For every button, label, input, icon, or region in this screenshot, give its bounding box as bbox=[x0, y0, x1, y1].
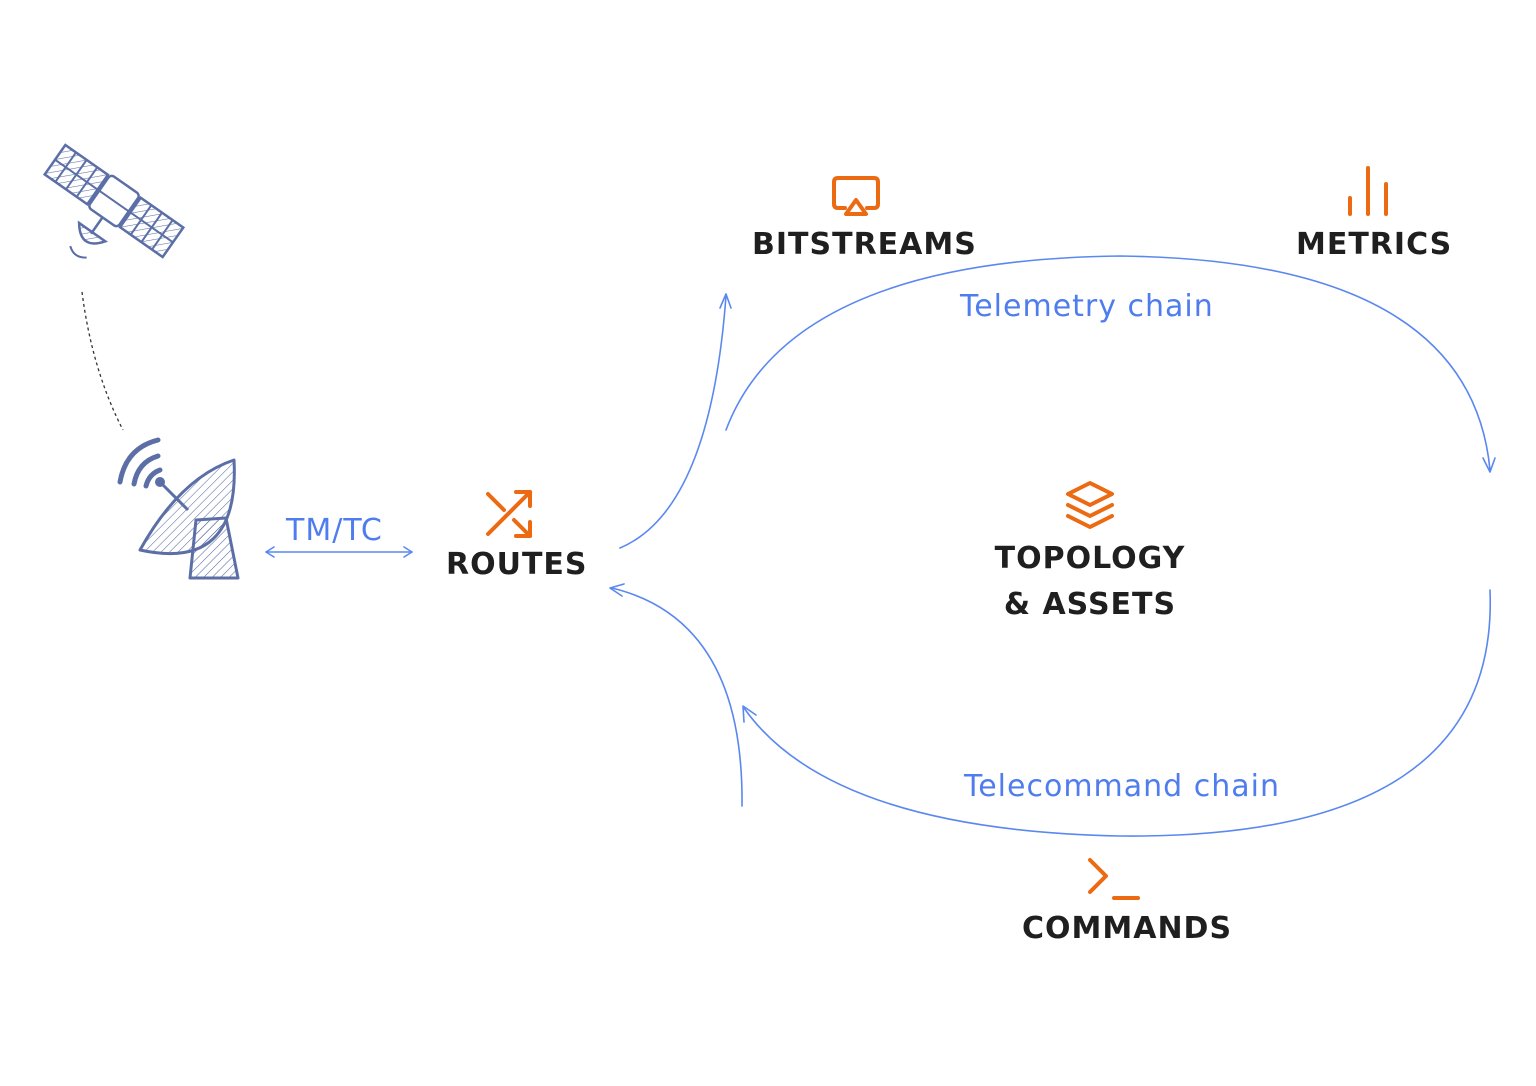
satellite-dish-icon bbox=[117, 437, 240, 580]
routes-label: ROUTES bbox=[446, 547, 588, 582]
routes-node: ROUTES bbox=[446, 490, 588, 582]
terminal-icon bbox=[1088, 858, 1140, 900]
radio-link-line bbox=[81, 291, 124, 431]
satellite-icon bbox=[42, 143, 186, 259]
commands-node: COMMANDS bbox=[1022, 858, 1232, 946]
topology-label-line2: & ASSETS bbox=[1004, 587, 1176, 622]
tmtc-label: TM/TC bbox=[285, 513, 383, 548]
telemetry-chain-edge: Telemetry chain bbox=[619, 255, 1496, 549]
telecommand-label: Telecommand chain bbox=[963, 769, 1280, 804]
shuffle-icon bbox=[486, 490, 532, 538]
bar-chart-icon bbox=[1348, 166, 1388, 216]
layers-icon bbox=[1066, 481, 1114, 529]
tmtc-edge: TM/TC bbox=[265, 513, 413, 558]
telecommand-chain-edge: Telecommand chain bbox=[609, 583, 1491, 837]
telemetry-label: Telemetry chain bbox=[959, 289, 1214, 324]
topology-node: TOPOLOGY & ASSETS bbox=[995, 481, 1186, 622]
commands-label: COMMANDS bbox=[1022, 911, 1232, 946]
bitstreams-node: BITSTREAMS bbox=[752, 176, 977, 262]
metrics-node: METRICS bbox=[1296, 166, 1452, 262]
metrics-label: METRICS bbox=[1296, 227, 1452, 262]
bitstreams-label: BITSTREAMS bbox=[752, 227, 977, 262]
topology-label-line1: TOPOLOGY bbox=[995, 541, 1186, 576]
airplay-icon bbox=[832, 176, 880, 216]
